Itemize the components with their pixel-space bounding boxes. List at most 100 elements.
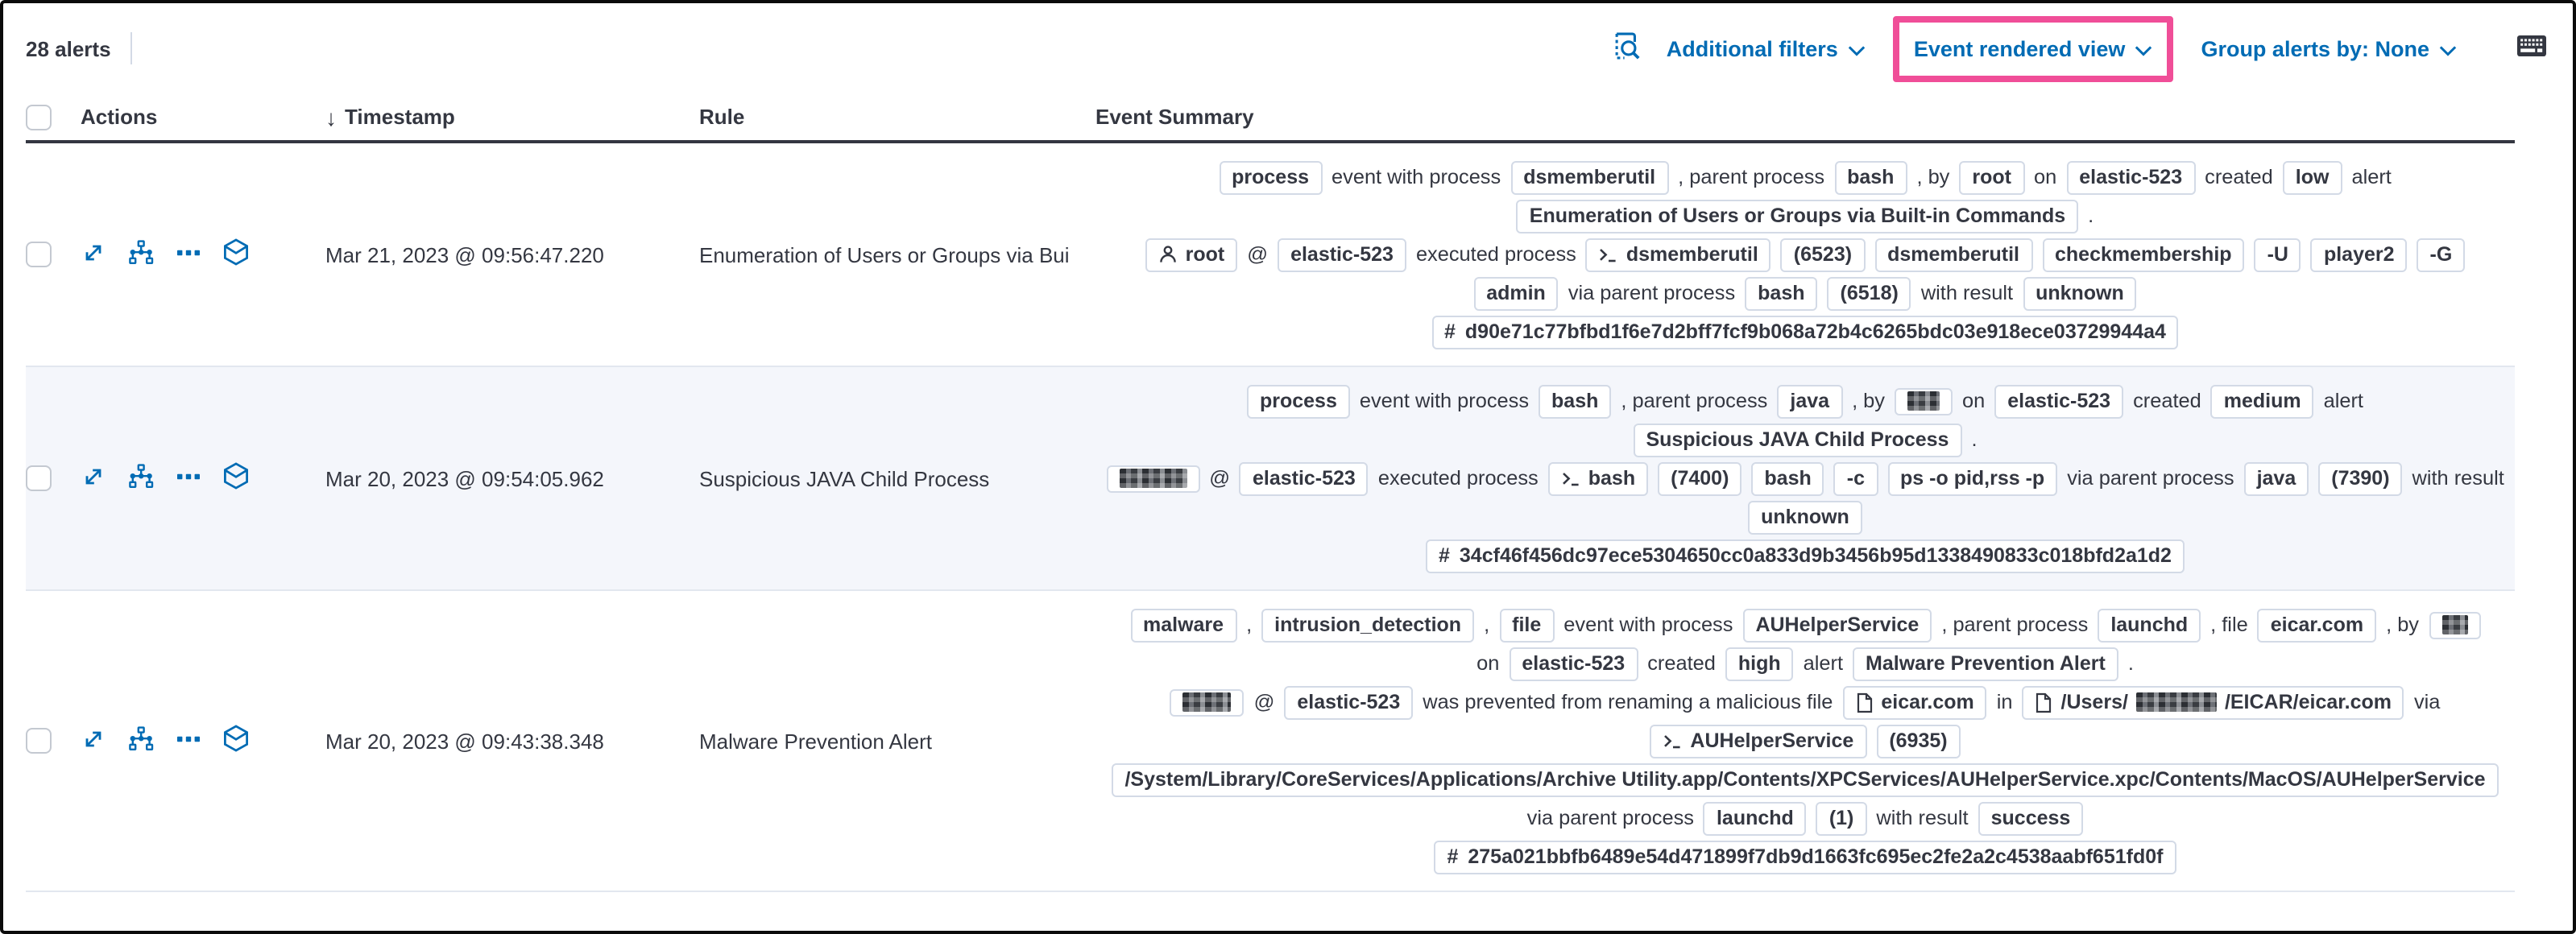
event-badge[interactable]: (6523) — [1780, 238, 1866, 271]
event-badge[interactable]: -U — [2254, 238, 2301, 271]
analyze-event-button[interactable] — [127, 725, 155, 756]
event-badge[interactable]: /Users//EICAR/eicar.com — [2022, 685, 2404, 719]
event-badge[interactable] — [2429, 611, 2480, 639]
event-badge[interactable]: bash — [1547, 461, 1649, 495]
inspect-button[interactable] — [1612, 31, 1642, 66]
event-badge[interactable]: (6518) — [1827, 276, 1911, 310]
event-badge[interactable]: elastic-523 — [1509, 647, 1638, 680]
column-header-timestamp[interactable]: ↓ Timestamp — [325, 104, 455, 130]
analyze-event-button[interactable] — [127, 463, 155, 494]
analyze-event-button[interactable] — [127, 239, 155, 270]
summary-text: @ — [1209, 467, 1230, 490]
more-actions-button[interactable] — [176, 239, 201, 270]
rule-cell[interactable]: Suspicious JAVA Child Process — [699, 466, 990, 490]
event-badge[interactable]: (7400) — [1658, 461, 1742, 495]
group-alerts-button[interactable]: Group alerts by: None — [2201, 36, 2457, 60]
add-to-timeline-button[interactable] — [222, 725, 250, 757]
event-badge[interactable]: AUHelperService — [1742, 608, 1932, 642]
column-header-rule[interactable]: Rule — [699, 105, 745, 129]
event-badge[interactable]: Enumeration of Users or Groups via Built… — [1516, 199, 2079, 233]
event-badge[interactable]: process — [1219, 160, 1323, 194]
event-badge[interactable]: malware — [1130, 608, 1237, 642]
badge-text-part: /Users/ — [2060, 691, 2128, 713]
expand-event-button[interactable] — [81, 239, 106, 270]
additional-filters-button[interactable]: Additional filters — [1667, 36, 1866, 60]
view-selector-button[interactable]: Event rendered view — [1914, 36, 2153, 60]
event-badge[interactable]: intrusion_detection — [1261, 608, 1475, 642]
badge-text: Enumeration of Users or Groups via Built… — [1529, 205, 2066, 227]
event-badge[interactable]: launchd — [1703, 801, 1807, 835]
event-badge[interactable]: java — [1777, 384, 1843, 418]
event-badge[interactable]: dsmemberutil — [1510, 160, 1669, 194]
badge-text: dsmemberutil — [1523, 166, 1656, 188]
event-badge[interactable]: Suspicious JAVA Child Process — [1633, 423, 1962, 457]
event-badge[interactable]: elastic-523 — [1994, 384, 2124, 418]
row-checkbox[interactable] — [26, 465, 52, 491]
event-badge[interactable]: Malware Prevention Alert — [1853, 647, 2118, 680]
toolbar-divider — [130, 32, 132, 64]
event-badge[interactable]: #34cf46f456dc97ece5304650cc0a833d9b3456b… — [1426, 539, 2185, 572]
event-badge[interactable]: (6935) — [1876, 724, 1961, 758]
expand-event-button[interactable] — [81, 463, 106, 494]
event-badge[interactable]: elastic-523 — [2066, 160, 2196, 194]
event-badge[interactable]: #d90e71c77bfbd1f6e7d2bff7fcf9b068a72b4c6… — [1431, 315, 2179, 349]
event-badge[interactable]: AUHelperService — [1650, 724, 1867, 758]
event-badge[interactable]: dsmemberutil — [1874, 238, 2032, 271]
event-badge[interactable]: bash — [1745, 276, 1818, 310]
add-to-timeline-button[interactable] — [222, 238, 250, 271]
event-badge[interactable]: admin — [1473, 276, 1559, 310]
add-to-timeline-button[interactable] — [222, 462, 250, 494]
event-badge[interactable]: bash — [1539, 384, 1612, 418]
event-badge[interactable]: success — [1978, 801, 2084, 835]
event-badge[interactable]: -c — [1833, 461, 1878, 495]
event-badge[interactable]: root — [1145, 238, 1238, 271]
event-badge[interactable]: medium — [2210, 384, 2314, 418]
event-badge[interactable]: (7390) — [2318, 461, 2403, 495]
event-badge[interactable]: elastic-523 — [1284, 685, 1414, 719]
rule-cell[interactable]: Enumeration of Users or Groups via Bui — [699, 242, 1070, 267]
event-badge[interactable]: ps -o pid,rss -p — [1887, 461, 2058, 495]
summary-text: . — [2127, 652, 2134, 675]
terminal-icon — [1663, 732, 1682, 750]
row-checkbox[interactable] — [26, 728, 52, 754]
event-badge[interactable] — [1894, 387, 1953, 415]
row-checkbox[interactable] — [26, 242, 52, 267]
event-badge[interactable] — [1170, 688, 1245, 716]
event-badge[interactable]: (1) — [1816, 801, 1867, 835]
event-badge[interactable] — [1106, 465, 1200, 492]
event-badge[interactable]: root — [1959, 160, 2024, 194]
rule-cell[interactable]: Malware Prevention Alert — [699, 729, 933, 753]
event-badge[interactable]: unknown — [1748, 500, 1862, 534]
event-badge[interactable]: eicar.com — [1842, 685, 1987, 719]
event-badge[interactable]: elastic-523 — [1239, 461, 1369, 495]
event-badge[interactable]: elastic-523 — [1278, 238, 1406, 271]
event-badge[interactable]: /System/Library/CoreServices/Application… — [1112, 762, 2499, 796]
more-actions-button[interactable] — [176, 463, 201, 494]
badge-text: d90e71c77bfbd1f6e7d2bff7fcf9b068a72b4c62… — [1464, 320, 2166, 343]
event-badge[interactable]: -G — [2417, 238, 2466, 271]
column-header-actions: Actions — [81, 105, 158, 129]
select-all-checkbox[interactable] — [26, 104, 52, 130]
more-actions-button[interactable] — [176, 725, 201, 756]
event-badge[interactable]: player2 — [2310, 238, 2408, 271]
event-badge[interactable]: checkmembership — [2042, 238, 2245, 271]
event-badge[interactable]: bash — [1751, 461, 1824, 495]
event-badge[interactable]: dsmemberutil — [1585, 238, 1771, 271]
event-badge[interactable]: bash — [1834, 160, 1907, 194]
expand-event-button[interactable] — [81, 725, 106, 756]
event-badge[interactable]: #275a021bbfb6489e54d471899f7db9d1663fc69… — [1434, 840, 2176, 874]
event-badge[interactable]: low — [2282, 160, 2342, 194]
keyboard-shortcuts-button[interactable] — [2516, 34, 2547, 63]
event-badge[interactable]: process — [1246, 384, 1350, 418]
event-badge[interactable]: file — [1499, 608, 1555, 642]
hash-icon: # — [1447, 845, 1459, 868]
badge-text: -c — [1846, 467, 1866, 490]
event-badge[interactable]: unknown — [2023, 276, 2137, 310]
event-badge[interactable]: launchd — [2098, 608, 2201, 642]
event-badge[interactable]: eicar.com — [2257, 608, 2377, 642]
summary-text: was prevented from renaming a malicious … — [1423, 691, 1833, 713]
event-badge[interactable]: java — [2243, 461, 2309, 495]
event-badge[interactable]: high — [1725, 647, 1794, 680]
